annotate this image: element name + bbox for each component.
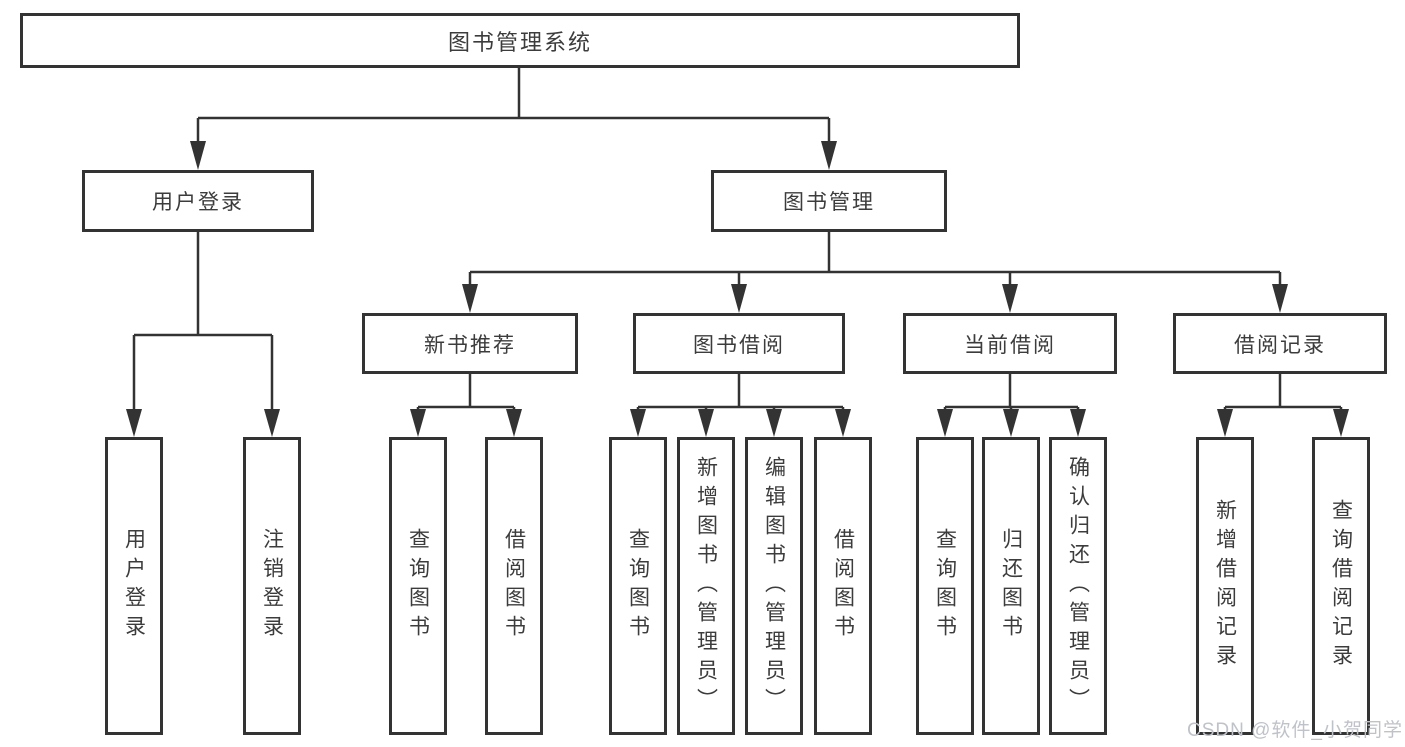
- node-label: 查询图书: [406, 528, 430, 644]
- node-book-borrowing: 图书借阅: [633, 313, 845, 374]
- node-label: 编辑图书（管理员）: [762, 455, 786, 717]
- node-label: 新书推荐: [424, 333, 516, 357]
- connector-userlogin-to-leaves: [126, 232, 280, 437]
- node-current-borrowing: 当前借阅: [903, 313, 1117, 374]
- node-leaf-query-books-1: 查询图书: [389, 437, 447, 735]
- connector-newbooks-to-leaves: [410, 374, 522, 437]
- connector-bookmgmt-to-level3: [462, 232, 1288, 313]
- node-label: 借阅记录: [1234, 333, 1326, 357]
- node-user-login: 用户登录: [82, 170, 314, 232]
- node-label: 查询图书: [626, 528, 650, 644]
- watermark: CSDN @软件_小贺同学: [1187, 720, 1403, 741]
- node-label: 归还图书: [999, 528, 1023, 644]
- node-leaf-query-books-2: 查询图书: [609, 437, 667, 735]
- connector-current-to-leaves: [937, 374, 1086, 437]
- node-label: 查询借阅记录: [1329, 499, 1353, 673]
- node-leaf-add-books-admin: 新增图书（管理员）: [677, 437, 735, 735]
- node-label: 新增图书（管理员）: [694, 455, 718, 717]
- node-label: 注销登录: [260, 528, 284, 644]
- node-label: 新增借阅记录: [1213, 499, 1237, 673]
- connector-records-to-leaves: [1217, 374, 1349, 437]
- node-label: 当前借阅: [964, 333, 1056, 357]
- node-leaf-confirm-return-admin: 确认归还（管理员）: [1049, 437, 1107, 735]
- node-new-book-recommend: 新书推荐: [362, 313, 578, 374]
- node-label: 图书管理: [783, 191, 875, 214]
- node-leaf-user-login: 用户登录: [105, 437, 163, 735]
- node-leaf-query-books-3: 查询图书: [916, 437, 974, 735]
- node-label: 借阅图书: [831, 528, 855, 644]
- node-leaf-edit-books-admin: 编辑图书（管理员）: [745, 437, 803, 735]
- node-book-management: 图书管理: [711, 170, 947, 232]
- node-leaf-add-borrow-record: 新增借阅记录: [1196, 437, 1254, 735]
- node-leaf-borrow-books-2: 借阅图书: [814, 437, 872, 735]
- node-system-root: 图书管理系统: [20, 13, 1020, 68]
- node-leaf-query-borrow-record: 查询借阅记录: [1312, 437, 1370, 735]
- node-label: 图书借阅: [693, 333, 785, 357]
- connector-borrowing-to-leaves: [630, 374, 851, 437]
- node-label: 借阅图书: [502, 528, 526, 644]
- node-leaf-borrow-books-1: 借阅图书: [485, 437, 543, 735]
- connector-root-to-level2: [190, 68, 837, 170]
- node-leaf-logout: 注销登录: [243, 437, 301, 735]
- node-borrowing-records: 借阅记录: [1173, 313, 1387, 374]
- node-label: 查询图书: [933, 528, 957, 644]
- node-label: 图书管理系统: [447, 29, 592, 55]
- node-label: 用户登录: [122, 528, 146, 644]
- node-label: 确认归还（管理员）: [1066, 455, 1090, 717]
- node-label: 用户登录: [152, 191, 244, 214]
- node-leaf-return-books: 归还图书: [982, 437, 1040, 735]
